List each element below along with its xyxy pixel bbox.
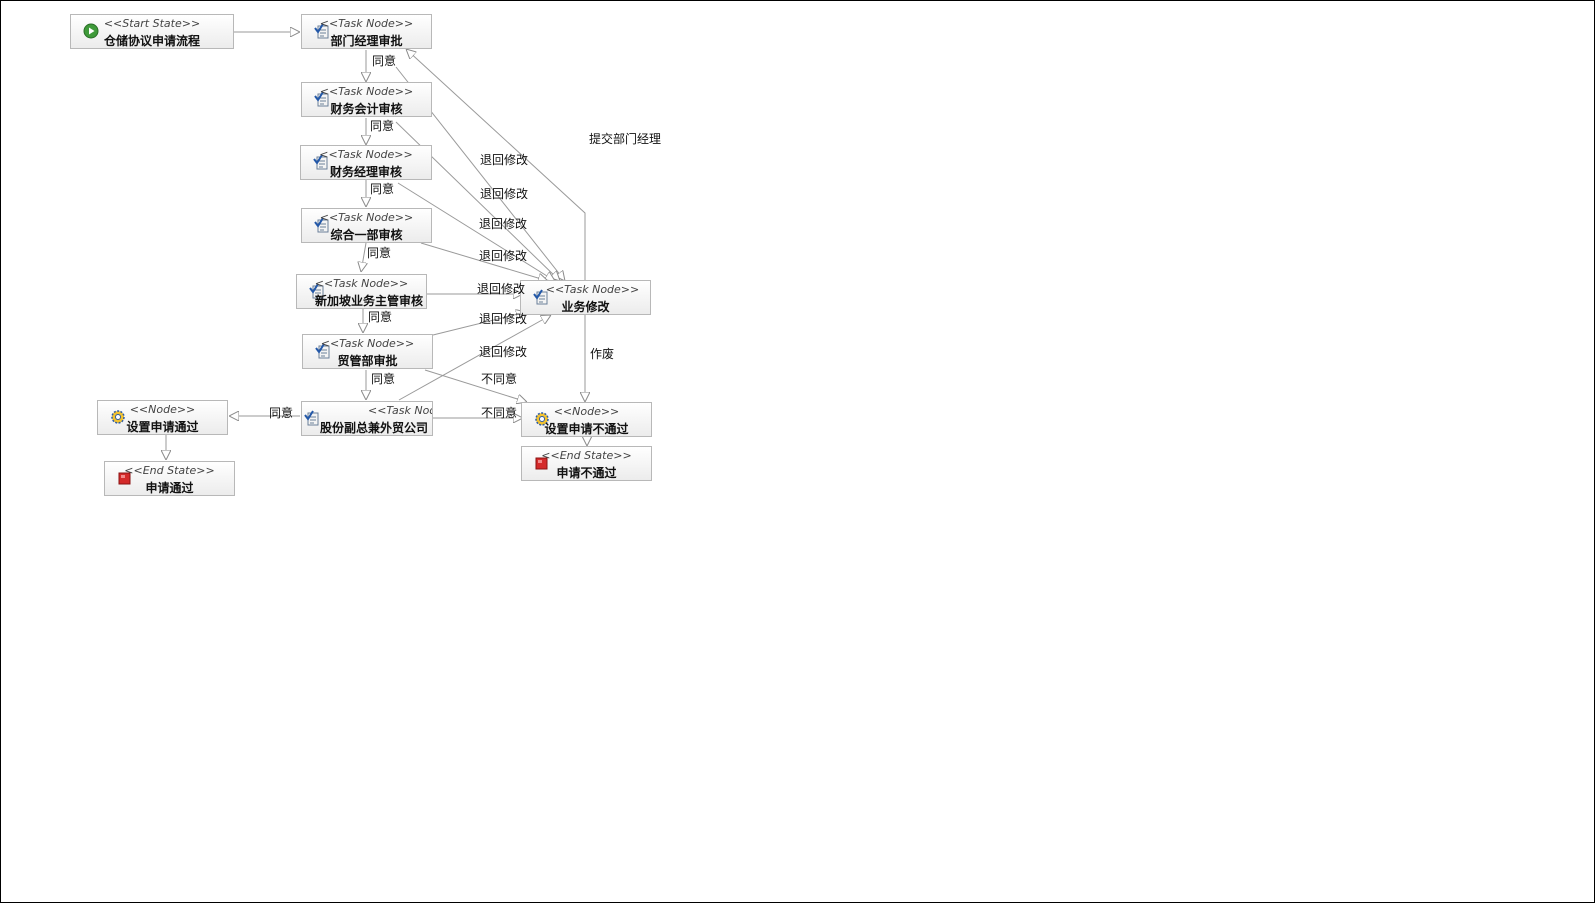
edge-general1-return <box>420 242 548 281</box>
task-check-icon <box>315 343 330 359</box>
task-node-trade-management[interactable]: <<Task Node>> 贸管部审批 <box>302 334 433 369</box>
edge-label-agree: 同意 <box>370 182 395 196</box>
edge-submit-to-dept <box>406 49 586 281</box>
edge-trade-reject <box>424 369 527 402</box>
edge-label-agree: 同意 <box>269 406 294 420</box>
edge-label-agree: 同意 <box>368 310 393 324</box>
edge-finmgr-return <box>397 182 555 281</box>
task-check-icon <box>309 283 324 299</box>
node-name: 财务会计审核 <box>330 102 403 116</box>
node-stereotype: <<Task Node>> <box>314 277 409 290</box>
node-stereotype: <<Task Node>> <box>319 85 414 98</box>
node-stereotype: <<Task Node>> <box>319 148 413 161</box>
gear-icon <box>535 412 549 426</box>
task-node-dept-manager[interactable]: <<Task Node>> 部门经理审批 <box>301 14 432 49</box>
node-set-fail[interactable]: <<Node>> 设置申请不通过 <box>521 402 652 437</box>
task-check-icon <box>314 91 329 107</box>
node-stereotype: <<End State>> <box>124 464 215 477</box>
node-name: 设置申请通过 <box>126 420 199 434</box>
task-check-icon <box>314 23 329 39</box>
edge-label-agree: 同意 <box>370 119 395 133</box>
edge-label-return: 退回修改 <box>479 249 528 263</box>
gear-icon <box>111 410 125 424</box>
end-state-pass[interactable]: <<End State>> 申请通过 <box>104 461 235 496</box>
edge-label-void: 作废 <box>590 347 615 361</box>
edge-label-reject: 不同意 <box>481 406 518 420</box>
task-node-general-dept1[interactable]: <<Task Node>> 综合一部审核 <box>301 208 432 243</box>
task-check-icon <box>533 289 548 305</box>
stop-icon <box>118 472 131 485</box>
edge-label-agree: 同意 <box>371 372 396 386</box>
node-name: 仓储协议申请流程 <box>103 34 200 48</box>
node-name: 申请不通过 <box>556 466 617 480</box>
node-stereotype: <<Start State>> <box>103 17 201 30</box>
edge-label-return: 退回修改 <box>479 345 528 359</box>
node-name: 财务经理审核 <box>329 165 402 179</box>
edge-label-agree: 同意 <box>367 246 392 260</box>
node-stereotype: <<Task Node>> <box>319 17 414 30</box>
task-node-vice-president[interactable]: <<Task Node>> 股份副总兼外贸公司 <box>301 401 433 436</box>
task-node-business-modify[interactable]: <<Task Node>> 业务修改 <box>520 280 651 315</box>
node-name: 申请通过 <box>145 481 194 495</box>
edge-label-submit: 提交部门经理 <box>589 132 662 146</box>
task-node-finance-accountant[interactable]: <<Task Node>> 财务会计审核 <box>301 82 432 117</box>
node-stereotype: <<Task Node>> <box>320 337 415 350</box>
node-stereotype: <<End State>> <box>541 449 632 462</box>
node-stereotype: <<Task Node>> <box>545 283 640 296</box>
node-stereotype: <<Task Node>> <box>319 211 414 224</box>
node-stereotype: <<Node>> <box>553 405 620 418</box>
edge-label-return: 退回修改 <box>480 187 529 201</box>
edge-label-return: 退回修改 <box>479 217 528 231</box>
node-stereotype: <<Node>> <box>129 403 196 416</box>
edge-label-return: 退回修改 <box>480 153 529 167</box>
node-name: 股份副总兼外贸公司 <box>320 421 429 435</box>
edge-trade-return <box>432 312 526 336</box>
node-name: 新加坡业务主管审核 <box>315 294 424 308</box>
task-check-icon <box>314 217 329 233</box>
end-state-fail[interactable]: <<End State>> 申请不通过 <box>521 446 652 481</box>
task-check-icon <box>304 410 319 426</box>
node-stereotype: <<Task Node>> <box>368 404 432 417</box>
edge-vp-return <box>398 315 551 401</box>
node-name: 贸管部审批 <box>337 354 398 368</box>
edge-label-agree: 同意 <box>372 54 397 68</box>
stop-icon <box>535 457 548 470</box>
node-name: 部门经理审批 <box>330 34 403 48</box>
edge-label-reject: 不同意 <box>481 372 518 386</box>
edge-general1-to-sg <box>361 242 366 272</box>
start-state-node[interactable]: <<Start State>> 仓储协议申请流程 <box>70 14 234 49</box>
edge-label-return: 退回修改 <box>479 312 528 326</box>
node-name: 业务修改 <box>561 300 610 314</box>
task-node-finance-manager[interactable]: <<Task Node>> 财务经理审核 <box>300 145 432 180</box>
edge-label-return: 退回修改 <box>477 282 526 296</box>
node-name: 设置申请不通过 <box>544 422 629 436</box>
node-set-pass[interactable]: <<Node>> 设置申请通过 <box>97 400 228 435</box>
task-node-singapore-manager[interactable]: <<Task Node>> 新加坡业务主管审核 <box>296 274 427 309</box>
play-icon <box>83 23 99 39</box>
node-name: 综合一部审核 <box>330 228 403 242</box>
task-check-icon <box>313 154 328 170</box>
